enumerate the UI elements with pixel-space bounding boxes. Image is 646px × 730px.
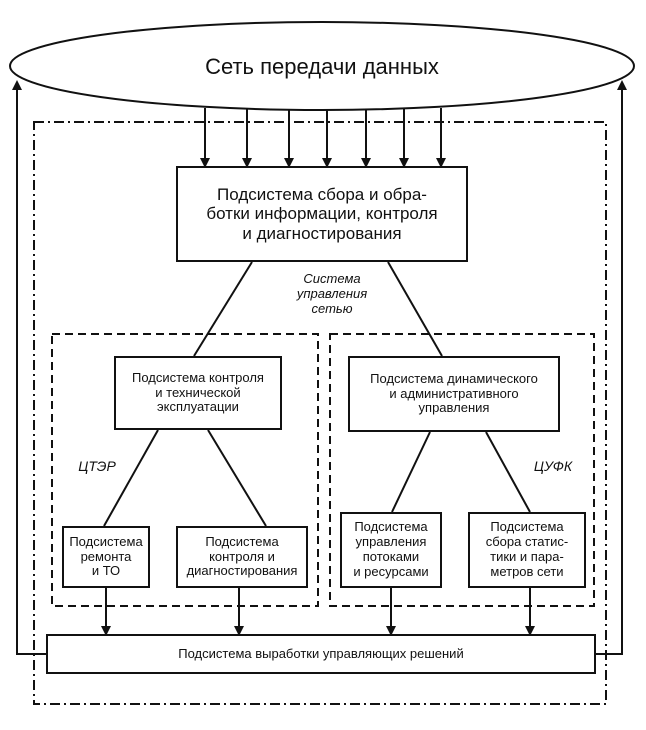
decisions-subsystem-label: Подсистема выработки управляющих решений bbox=[178, 645, 464, 661]
control-diag-subsystem-label: Подсистема контроля и диагностирования bbox=[186, 533, 298, 579]
stats-subsystem-block: Подсистема сбора статис- тики и пара- ме… bbox=[468, 512, 586, 588]
system-label: Система управления сетью bbox=[296, 271, 368, 316]
network-input-arrows bbox=[200, 108, 446, 168]
flow-control-subsystem-label: Подсистема управления потоками и ресурса… bbox=[353, 519, 429, 579]
decisions-subsystem-block: Подсистема выработки управляющих решений bbox=[46, 634, 596, 674]
link-dynamic-to-flow bbox=[391, 431, 431, 513]
link-tech-to-repair bbox=[103, 429, 159, 527]
feedback-arrows bbox=[12, 80, 627, 655]
collection-subsystem-block: Подсистема сбора и обра- ботки информаци… bbox=[176, 166, 468, 262]
tree-connectors bbox=[103, 261, 531, 527]
outer-system-boundary bbox=[33, 121, 607, 705]
tech-control-subsystem-block: Подсистема контроля и технической эксплу… bbox=[114, 356, 282, 430]
stats-subsystem-label: Подсистема сбора статис- тики и пара- ме… bbox=[485, 519, 569, 579]
link-tech-to-control bbox=[207, 429, 267, 527]
network-label: Сеть передачи данных bbox=[205, 54, 439, 79]
decision-input-arrows bbox=[101, 588, 535, 636]
link-collection-to-tech bbox=[193, 261, 253, 357]
dynamic-admin-subsystem-label: Подсистема динамического и административ… bbox=[370, 370, 538, 416]
repair-subsystem-label: Подсистема ремонта и ТО bbox=[69, 533, 143, 579]
link-dynamic-to-stats bbox=[485, 431, 531, 513]
repair-subsystem-block: Подсистема ремонта и ТО bbox=[62, 526, 150, 588]
feedback-right bbox=[596, 80, 627, 655]
network-ellipse bbox=[9, 21, 635, 111]
feedback-left bbox=[12, 80, 46, 655]
dynamic-admin-subsystem-block: Подсистема динамического и административ… bbox=[348, 356, 560, 432]
flow-control-subsystem-block: Подсистема управления потоками и ресурса… bbox=[340, 512, 442, 588]
tech-control-subsystem-label: Подсистема контроля и технической эксплу… bbox=[132, 369, 264, 415]
center-right-label: ЦУФК bbox=[533, 458, 573, 474]
left-group-boundary bbox=[51, 333, 319, 607]
control-diag-subsystem-block: Подсистема контроля и диагностирования bbox=[176, 526, 308, 588]
center-left-label: ЦТЭР bbox=[78, 458, 116, 474]
collection-subsystem-label: Подсистема сбора и обра- ботки информаци… bbox=[206, 184, 438, 243]
link-collection-to-dynamic bbox=[387, 261, 443, 357]
right-group-boundary bbox=[329, 333, 595, 607]
